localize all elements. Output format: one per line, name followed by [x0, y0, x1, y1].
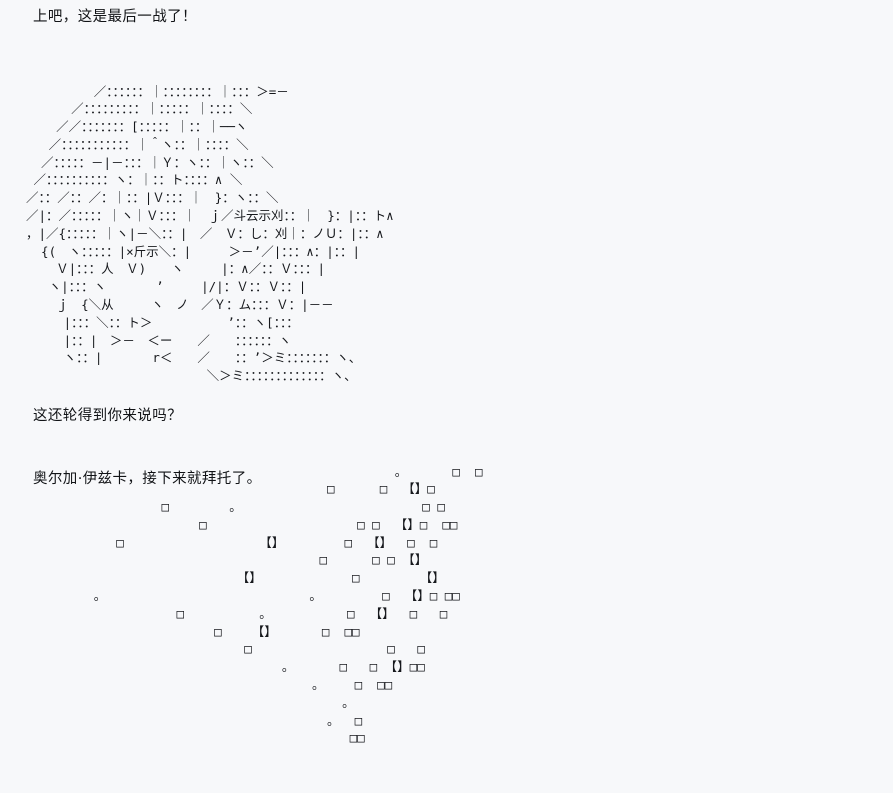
dialogue-middle-line-1: 这还轮得到你来说吗？	[33, 408, 182, 424]
ascii-art-bottom-figure: 。 □ □ □ □ 【】□ □ 。 □ □ □ □ □ 【】□ □□ □	[93, 463, 483, 746]
dialogue-middle-line-2: 奥尔加·伊兹卡，接下来就拜托了。	[33, 471, 262, 487]
dialogue-top: 上吧，这是最后一战了！	[33, 9, 197, 25]
dialogue-middle: 这还轮得到你来说吗？ 奥尔加·伊兹卡，接下来就拜托了。	[33, 364, 262, 532]
ascii-art-top-figure: ／：：：：：：｜：：：：：：：：｜：：：＞=－ ／：：：：：：：：：｜：：：：：…	[26, 83, 394, 384]
